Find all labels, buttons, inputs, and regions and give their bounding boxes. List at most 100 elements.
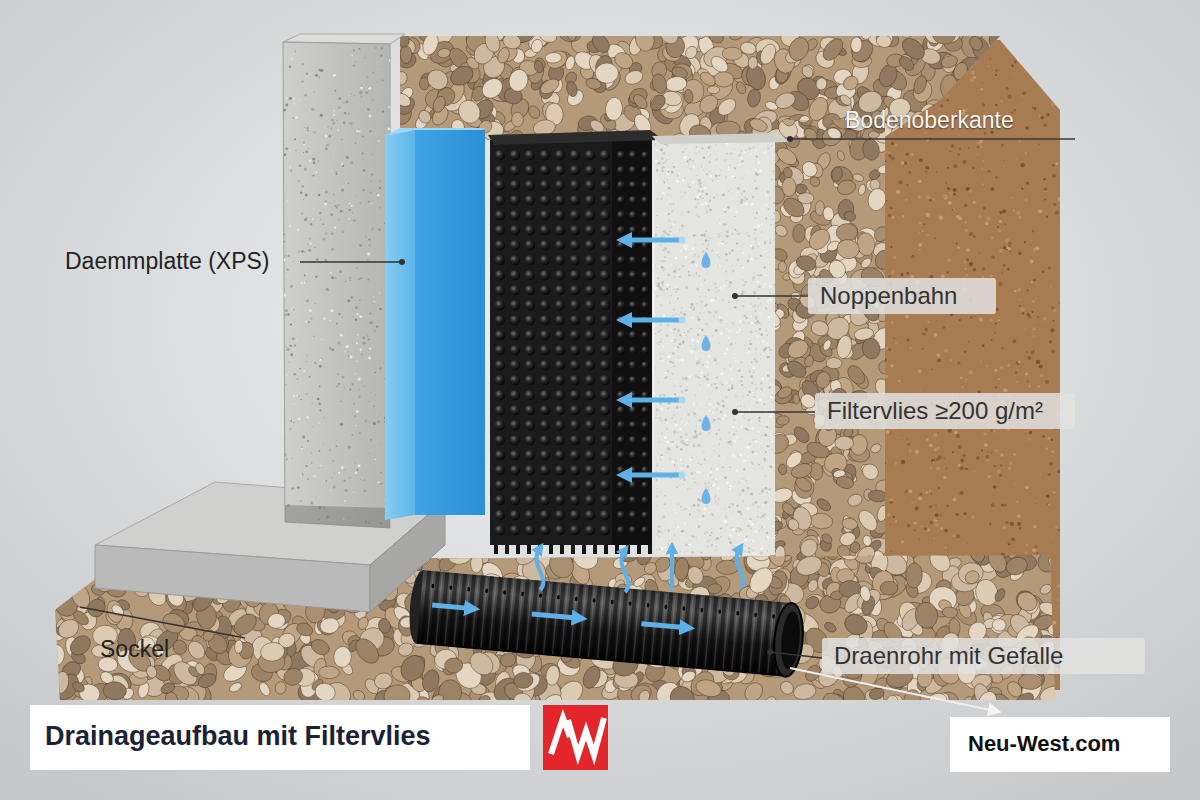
earth-grain — [1007, 247, 1011, 251]
gravel-stone — [707, 86, 720, 94]
earth-grain — [887, 151, 890, 154]
earth-grain — [956, 534, 960, 538]
earth-grain — [998, 378, 1000, 380]
earth-grain — [1018, 288, 1022, 292]
earth-grain — [885, 430, 889, 434]
earth-grain — [897, 275, 898, 276]
earth-grain — [1029, 431, 1033, 435]
earth-grain — [931, 459, 935, 463]
earth-grain — [929, 520, 933, 524]
earth-grain — [915, 450, 919, 454]
earth-grain — [905, 490, 908, 493]
earth-grain — [909, 347, 912, 350]
earth-grain — [931, 369, 933, 371]
earth-grain — [885, 375, 888, 378]
earth-grain — [1019, 305, 1021, 307]
earth-grain — [979, 318, 983, 322]
earth-grain — [889, 206, 892, 209]
earth-grain — [1006, 87, 1009, 90]
earth-grain — [1029, 260, 1033, 264]
earth-grain — [1018, 252, 1021, 255]
gravel-stone — [589, 31, 613, 56]
earth-grain — [956, 513, 959, 516]
earth-grain — [901, 541, 904, 544]
gravel-stone — [835, 475, 855, 491]
earth-grain — [969, 262, 973, 266]
earth-grain — [984, 443, 988, 447]
earth-grain — [1053, 309, 1056, 312]
earth-grain — [1001, 144, 1004, 147]
earth-grain — [1003, 160, 1005, 162]
earth-grain — [1025, 126, 1029, 130]
gravel-stone — [748, 116, 769, 134]
earth-grain — [952, 451, 954, 453]
gravel-stone — [859, 22, 874, 40]
earth-grain — [961, 386, 963, 388]
gravel-stone — [835, 238, 860, 261]
earth-grain — [1022, 91, 1026, 95]
gravel-stone — [776, 415, 790, 426]
earth-grain — [1043, 317, 1047, 321]
earth-grain — [1043, 53, 1045, 55]
earth-grain — [918, 243, 922, 247]
earth-grain — [966, 248, 970, 252]
earth-grain — [1026, 182, 1029, 185]
earth-grain — [1043, 188, 1047, 192]
earth-grain — [959, 466, 963, 470]
earth-grain — [1019, 140, 1021, 142]
earth-grain — [953, 453, 955, 455]
gravel-stone — [776, 385, 794, 401]
earth-grain — [947, 187, 950, 190]
earth-grain — [965, 379, 967, 381]
earth-grain — [953, 188, 957, 192]
gravel-stone — [698, 70, 718, 89]
earth-grain — [1028, 385, 1030, 387]
earth-grain — [890, 498, 894, 502]
earth-grain — [990, 429, 992, 431]
gravel-stone — [793, 394, 800, 404]
earth-grain — [1030, 244, 1032, 246]
gravel-stone — [512, 112, 524, 127]
earth-grain — [945, 547, 947, 549]
earth-grain — [1035, 503, 1036, 504]
gravel-stone — [800, 64, 815, 80]
earth-grain — [891, 157, 895, 161]
earth-grain — [919, 493, 922, 496]
gravel-stone — [786, 517, 801, 533]
earth-grain — [991, 503, 995, 507]
earth-grain — [1020, 163, 1024, 167]
earth-grain — [1036, 360, 1040, 364]
gravel-stone — [423, 66, 451, 94]
gravel-stone — [1012, 587, 1040, 616]
earth-grain — [936, 457, 940, 461]
earth-grain — [1034, 42, 1037, 45]
earth-grain — [999, 248, 1003, 252]
gravel-stone — [748, 56, 758, 69]
gravel-stone — [795, 183, 808, 194]
gravel-stone — [782, 177, 796, 196]
earth-grain — [1049, 462, 1053, 466]
earth-grain — [971, 70, 975, 74]
earth-grain — [943, 476, 946, 479]
earth-grain — [953, 498, 957, 502]
earth-grain — [948, 428, 952, 432]
earth-grain — [1052, 164, 1054, 166]
earth-grain — [986, 365, 988, 367]
earth-grain — [940, 527, 943, 530]
earth-grain — [917, 522, 918, 523]
gravel-stone — [878, 360, 885, 374]
earth-grain — [946, 504, 949, 507]
earth-grain — [939, 216, 943, 220]
gravel-stone — [875, 34, 892, 49]
gravel-stone — [932, 24, 957, 46]
earth-grain — [1051, 306, 1054, 309]
gravel-stone — [869, 442, 882, 454]
earth-grain — [929, 505, 932, 508]
earth-grain — [982, 82, 983, 83]
earth-grain — [926, 213, 930, 217]
gravel-stone — [797, 120, 809, 123]
gravel-stone — [846, 492, 864, 508]
earth-grain — [946, 271, 948, 273]
earth-grain — [1043, 187, 1047, 191]
earth-grain — [979, 252, 981, 254]
